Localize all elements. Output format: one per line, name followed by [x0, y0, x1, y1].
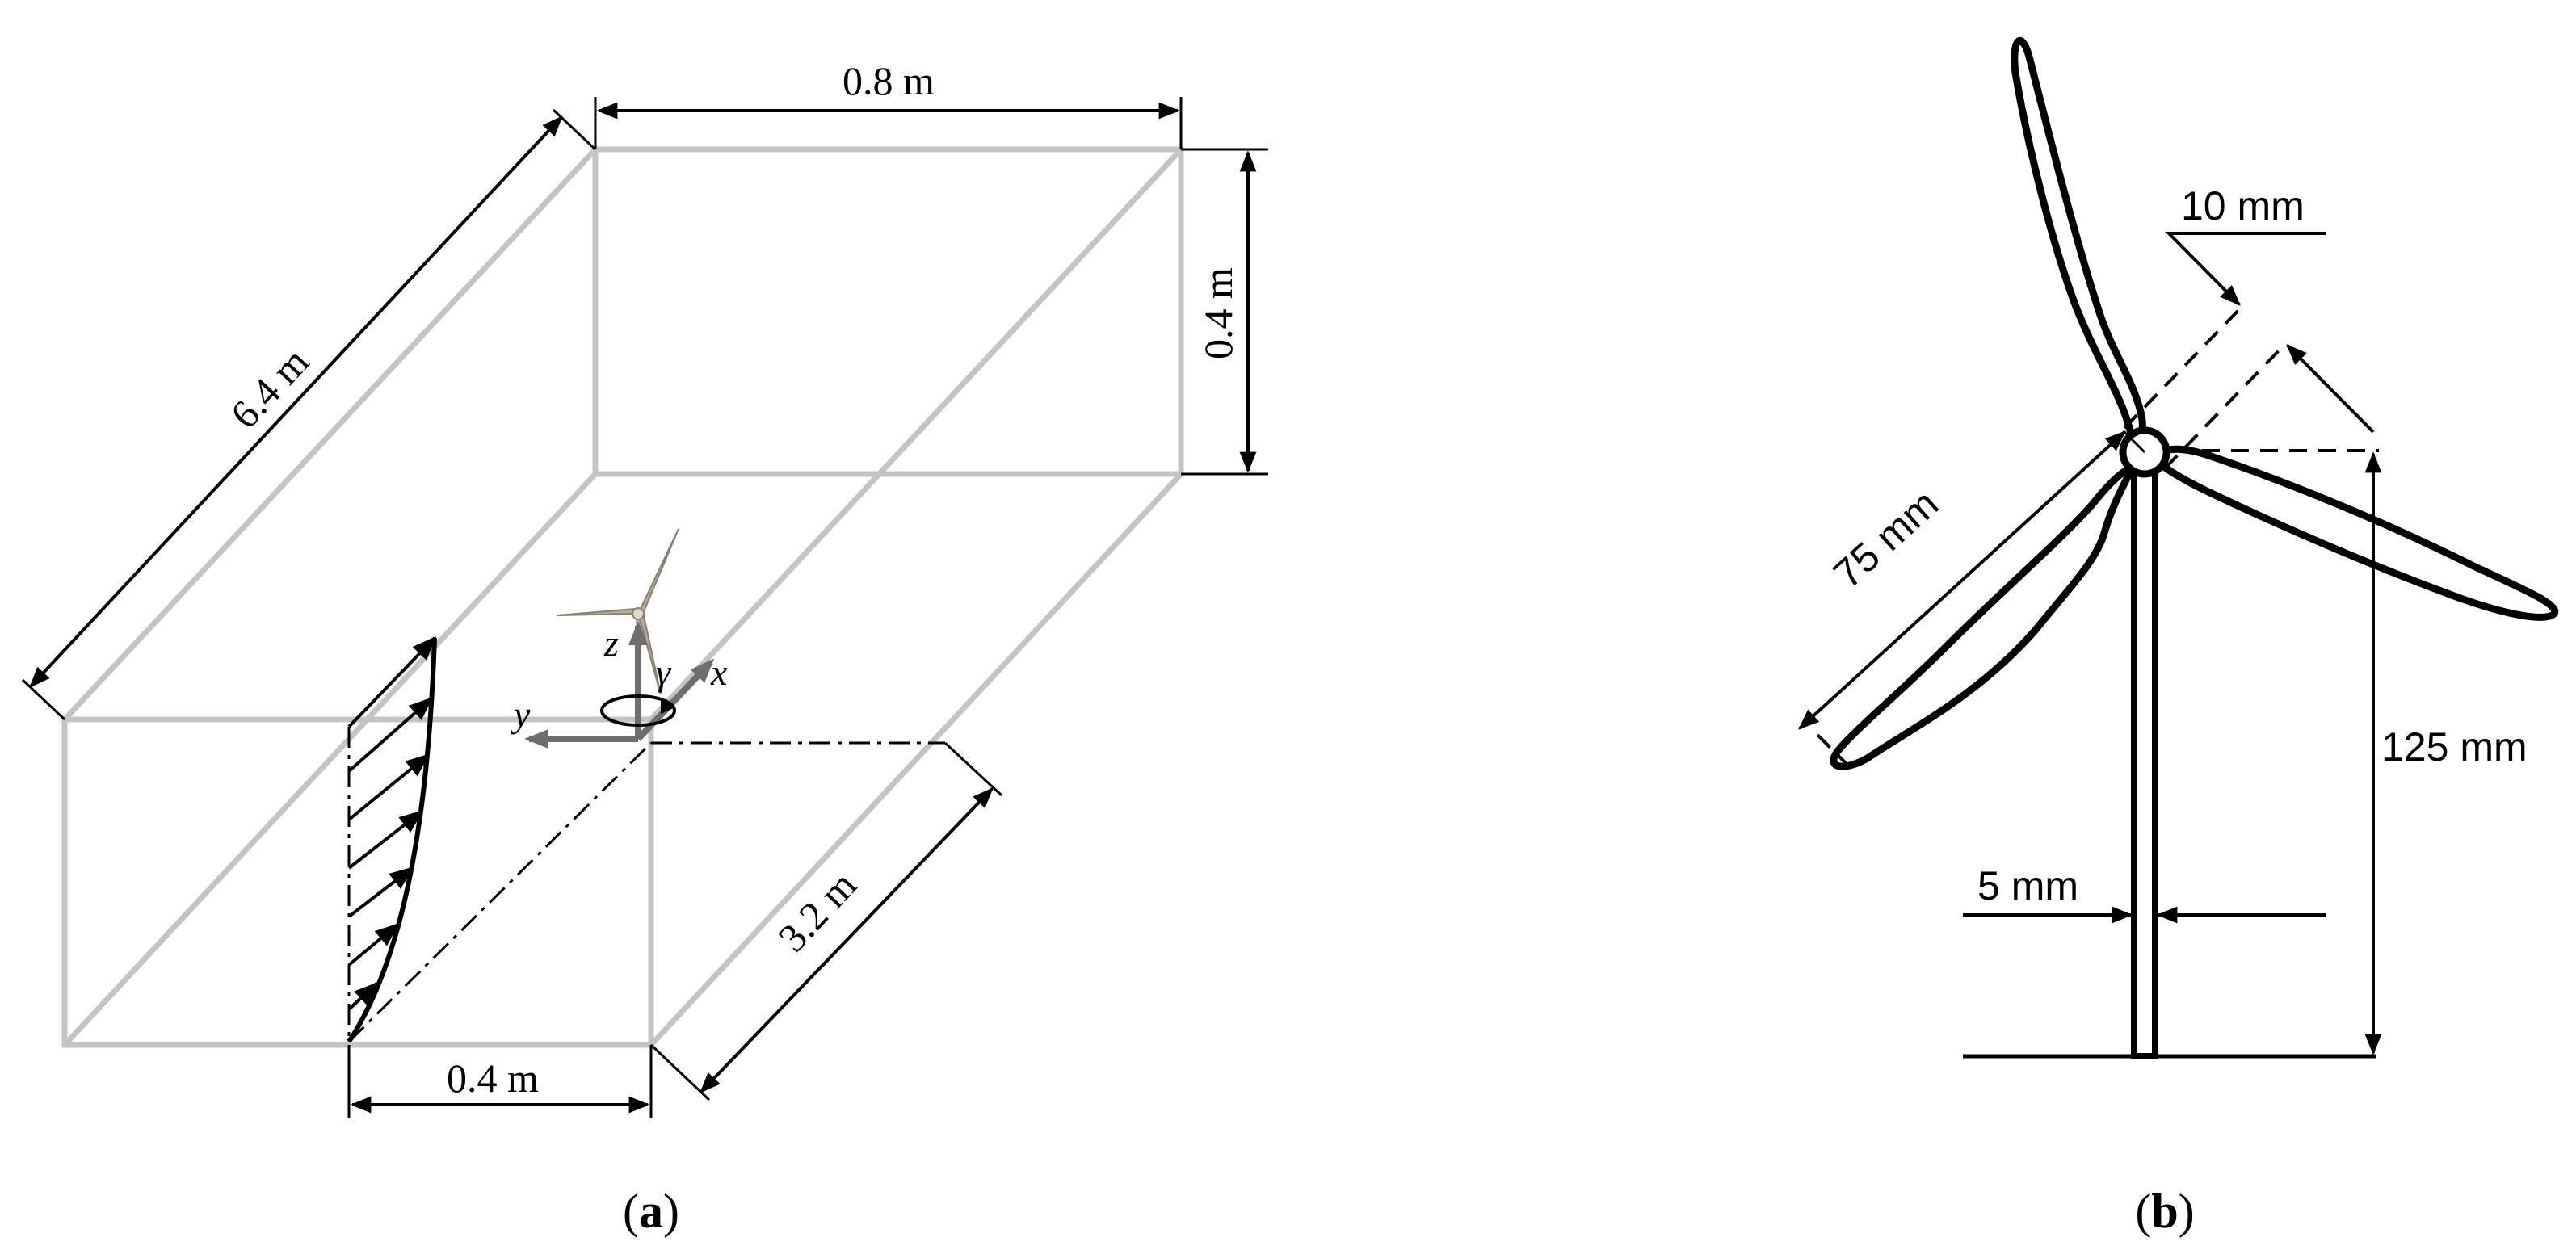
dim-blade-length-label: 75 mm [1825, 480, 1947, 597]
panel-a: y z x γ 6.4 m 0.8 m 0.4 m [21, 58, 1268, 1238]
dim-tower-diameter: 5 mm [1963, 863, 2326, 924]
axis-yaw-label: γ [656, 652, 672, 693]
dim-hub-height: 125 mm [2364, 451, 2528, 1055]
dim-blade-length: 75 mm [1798, 430, 2146, 769]
dim-height: 0.4 m [1181, 148, 1268, 476]
dim-height-label: 0.4 m [1196, 267, 1241, 359]
inlet-velocity-profile [347, 635, 437, 1043]
dim-length: 6.4 m [21, 108, 597, 721]
tunnel-box [61, 146, 1184, 1048]
tower [2131, 465, 2158, 1059]
dim-turbine-offset: 3.2 m [649, 741, 1003, 1101]
dim-width-label: 0.8 m [843, 58, 935, 103]
caption-b: (b) [2135, 1185, 2194, 1238]
coordinate-axes: y z x γ [511, 621, 728, 749]
dim-tower-diameter-label: 5 mm [1977, 863, 2078, 908]
dim-inlet-offset: 0.4 m [347, 1045, 653, 1118]
dim-hub-height-label: 125 mm [2381, 724, 2528, 770]
dim-hub-diameter-label: 10 mm [2181, 183, 2305, 229]
axis-z-label: z [603, 623, 619, 664]
dim-width: 0.8 m [594, 58, 1183, 149]
dim-length-label: 6.4 m [221, 339, 317, 438]
dim-hub-diameter: 10 mm [2123, 183, 2375, 470]
axis-x-label: x [710, 652, 728, 693]
dim-inlet-offset-label: 0.4 m [447, 1055, 539, 1101]
rotor-blades [1830, 36, 2559, 770]
panel-b: 10 mm 75 mm 125 mm 5 mm (b) [1798, 36, 2559, 1238]
axis-y-label: y [511, 694, 531, 735]
dim-turbine-offset-label: 3.2 m [769, 862, 865, 961]
floor-centerline [347, 741, 653, 1043]
caption-a: (a) [623, 1185, 679, 1238]
